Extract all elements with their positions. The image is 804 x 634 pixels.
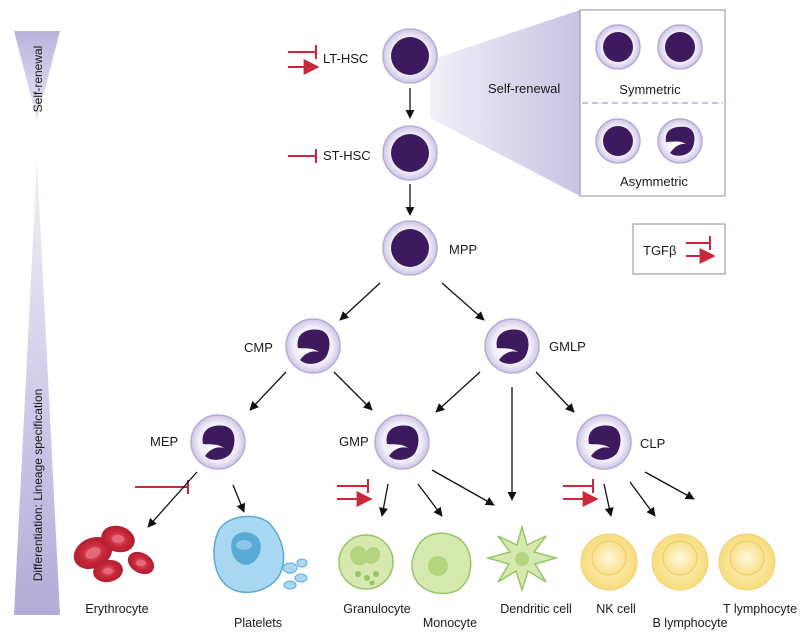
gmlp-cell: [484, 318, 540, 374]
mep-label: MEP: [150, 434, 178, 449]
inset-fan: [430, 10, 580, 196]
platelets-cells: [213, 515, 308, 594]
dendritic-cell: [485, 524, 559, 593]
arrow-mep-platelets: [232, 484, 246, 513]
differentiation-side-label: Differentiation: Lineage specification: [31, 389, 45, 582]
arrow-gmlp-gmp: [435, 371, 481, 413]
arrow-cmp-mep: [249, 371, 287, 411]
clp-inhibit-icon: [563, 479, 594, 493]
arrow-gmlp-clp: [535, 371, 575, 413]
gmlp-label: GMLP: [549, 339, 586, 354]
arrow-mpp-cmp: [339, 282, 381, 321]
symmetric-label: Symmetric: [619, 82, 681, 97]
gmp-inhibit-icon: [337, 479, 369, 493]
t-lymphocyte-cell: [718, 533, 776, 591]
platelets-label: Platelets: [234, 616, 282, 630]
lt-hsc-inhibit-icon: [288, 45, 317, 59]
asymmetric-cell-1: [595, 118, 641, 164]
arrow-gmp-dendritic: [431, 469, 495, 506]
mep-cell: [190, 414, 246, 470]
monocyte-cell: [411, 532, 472, 595]
arrow-gmp-monocyte: [417, 483, 443, 517]
lt-hsc-cell: [382, 28, 438, 84]
asymmetric-label: Asymmetric: [620, 174, 688, 189]
erythrocyte-cells: [73, 525, 155, 583]
cmp-cell: [285, 318, 341, 374]
st-hsc-cell: [382, 125, 438, 181]
legend-tgfb-label: TGFβ: [643, 243, 676, 258]
arrow-clp-b-lymphocyte: [629, 481, 656, 517]
b-lymphocyte-cell: [651, 533, 709, 591]
gmp-label: GMP: [339, 434, 369, 449]
asymmetric-cell-2: [657, 118, 703, 164]
granulocyte-label: Granulocyte: [343, 602, 410, 616]
differentiation-triangle: [14, 160, 60, 615]
inset-title: Self-renewal: [488, 81, 560, 96]
clp-label: CLP: [640, 436, 665, 451]
lt-hsc-label: LT-HSC: [323, 51, 368, 66]
mpp-cell: [382, 220, 438, 276]
erythrocyte-label: Erythrocyte: [85, 602, 148, 616]
arrow-clp-t-lymphocyte: [644, 471, 695, 500]
dendritic-label: Dendritic cell: [500, 602, 572, 616]
symmetric-cell-2: [657, 24, 703, 70]
granulocyte-cell: [338, 534, 394, 590]
clp-cell: [576, 414, 632, 470]
arrow-mpp-gmlp: [441, 282, 485, 321]
arrow-mep-erythrocyte: [147, 471, 198, 528]
arrow-gmp-granulocyte: [379, 483, 389, 517]
nk-cell: [580, 533, 638, 591]
nk-label: NK cell: [596, 602, 636, 616]
cmp-label: CMP: [244, 340, 273, 355]
gmp-cell: [374, 414, 430, 470]
symmetric-cell-1: [595, 24, 641, 70]
self-renewal-side-label: Self-renewal: [31, 46, 45, 113]
b-lymphocyte-label: B lymphocyte: [652, 616, 727, 630]
self-renewal-triangle: [14, 31, 60, 120]
mpp-label: MPP: [449, 242, 477, 257]
st-hsc-inhibit-icon: [288, 149, 317, 163]
st-hsc-label: ST-HSC: [323, 148, 371, 163]
arrow-clp-nk: [603, 483, 614, 517]
monocyte-label: Monocyte: [423, 616, 477, 630]
arrow-cmp-gmp: [333, 371, 373, 411]
legend-inhibit-icon: [686, 236, 711, 250]
t-lymphocyte-label: T lymphocyte: [723, 602, 797, 616]
